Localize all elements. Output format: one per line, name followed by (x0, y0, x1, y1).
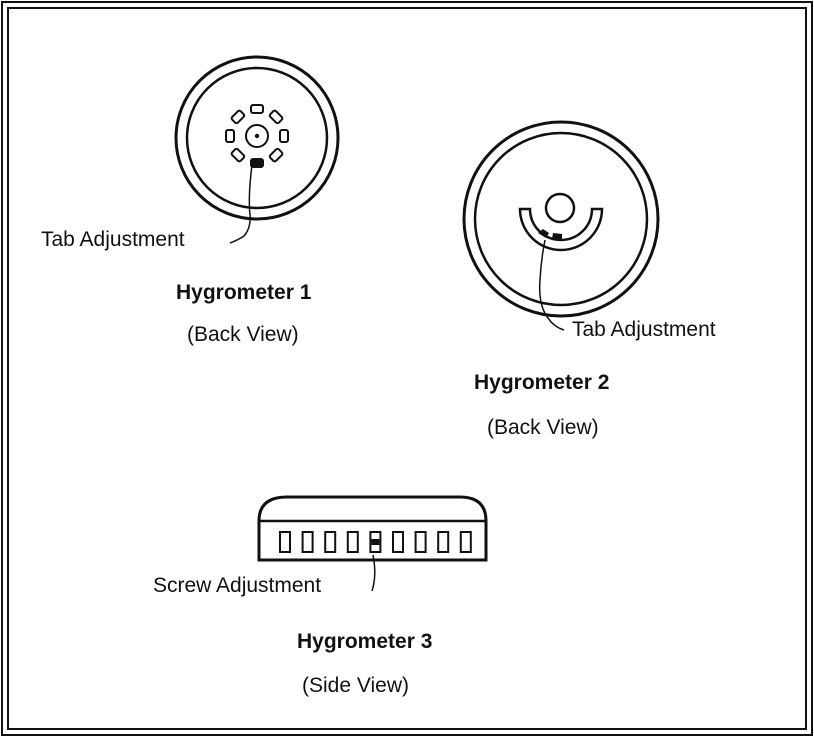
hygrometer-1-center-dot (254, 133, 260, 139)
hygrometer-1-drawing (174, 55, 340, 244)
hygrometer-2-tab-arc (518, 207, 604, 252)
hygrometer-3-leader-line (371, 554, 376, 592)
hygrometer-3-screw-mark (371, 539, 380, 545)
hygrometer-1-tab-segment (279, 129, 289, 143)
hygrometer-1-tab-segment (268, 109, 284, 125)
hygrometer-3-slot (437, 531, 450, 553)
hygrometer-1-adjustment-label: Tab Adjustment (41, 228, 185, 251)
hygrometer-3-slot (459, 531, 472, 553)
hygrometer-2-leader-line (538, 239, 565, 331)
hygrometer-3-slot (279, 531, 291, 553)
hygrometer-1-tab-segment (230, 147, 246, 163)
hygrometer-2-view-caption: (Back View) (487, 416, 599, 439)
hygrometer-2-drawing (462, 120, 660, 331)
hygrometer-1-tab-segment (230, 109, 246, 125)
hygrometer-3-slot (414, 531, 427, 553)
hygrometer-3-slot (301, 531, 314, 553)
hygrometer-1-view-caption: (Back View) (187, 323, 299, 346)
hygrometer-2-inner-ring (473, 131, 649, 307)
hygrometer-3-slot-row (279, 531, 472, 553)
hygrometer-3-slot (346, 531, 359, 553)
hygrometer-1-inner-ring (185, 66, 329, 210)
hygrometer-1-tab-segment (225, 129, 235, 143)
hygrometer-3-view-caption: (Side View) (302, 674, 409, 697)
hygrometer-2-title: Hygrometer 2 (474, 371, 610, 394)
hygrometer-3-drawing (257, 495, 488, 592)
inner-border (7, 7, 807, 730)
hygrometer-3-slot (392, 531, 404, 553)
hygrometer-3-slot (369, 531, 382, 553)
hygrometer-2-adjustment-label: Tab Adjustment (572, 318, 716, 341)
hygrometer-1-outer-ring (174, 55, 340, 221)
hygrometer-2-hub (544, 192, 576, 224)
hygrometer-1-leader-line (229, 164, 253, 244)
hygrometer-2-tab-mark-b (552, 233, 562, 240)
hygrometer-1-tab-segment (268, 147, 284, 163)
hygrometer-3-slot (324, 531, 337, 553)
hygrometer-1-tab-segment (250, 158, 264, 168)
hygrometer-1-hub (245, 124, 269, 148)
hygrometer-3-adjustment-label: Screw Adjustment (153, 574, 322, 597)
hygrometer-2-outer-ring (462, 120, 660, 318)
hygrometer-1-title: Hygrometer 1 (176, 281, 312, 304)
hygrometer-1-tab-segment (250, 104, 264, 114)
hygrometer-2-tab-mark-a (538, 229, 549, 238)
hygrometer-3-title: Hygrometer 3 (297, 630, 433, 653)
hygrometer-3-housing (257, 495, 488, 562)
hygrometer-1-tab-ring (225, 104, 289, 168)
